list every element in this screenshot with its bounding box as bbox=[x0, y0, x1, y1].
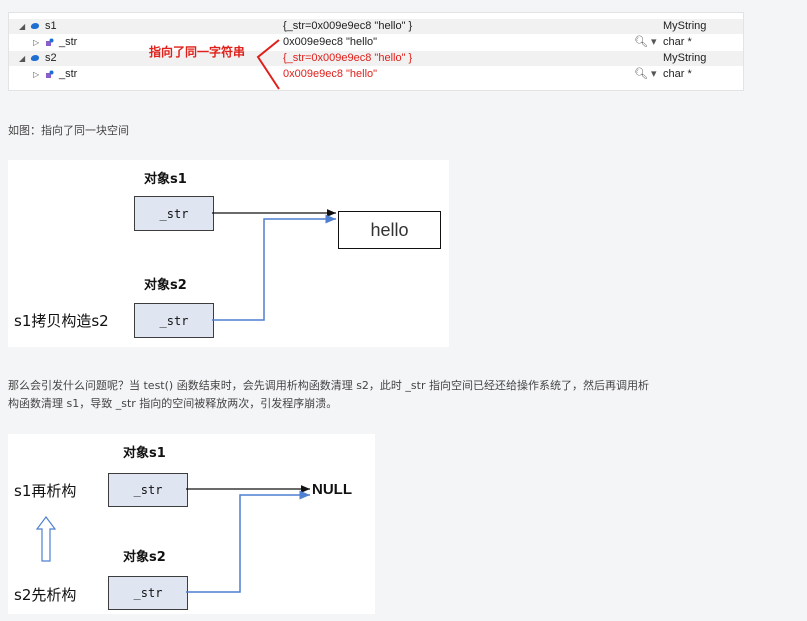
diagram-double-free: 对象s1 s1再析构 _str NULL 对象s2 s2先析构 _str bbox=[8, 434, 375, 614]
copy-construct-label: s1拷贝构造s2 bbox=[14, 312, 109, 330]
null-target: NULL bbox=[312, 481, 352, 498]
magnifier-dropdown-icon[interactable]: 🔍︎ ▾ bbox=[634, 36, 657, 48]
watch-type: MyString bbox=[663, 20, 707, 32]
watch-value: {_str=0x009e9ec8 "hello" } bbox=[283, 20, 413, 32]
caption-same-space: 如图：指向了同一块空间 bbox=[8, 124, 129, 137]
annotation-bracket bbox=[256, 39, 280, 90]
up-arrow-icon bbox=[36, 516, 56, 562]
paragraph-line: 构函数清理 s1，导致 _str 指向的空间被释放两次，引发程序崩溃。 bbox=[8, 397, 338, 410]
s1-str-box: _str bbox=[134, 196, 214, 231]
object-s2-label: 对象s2 bbox=[123, 550, 166, 565]
s2-pointer-arrow bbox=[212, 214, 336, 321]
field-icon bbox=[46, 70, 54, 78]
field-icon bbox=[46, 38, 54, 46]
watch-value: 0x009e9ec8 "hello" bbox=[283, 68, 378, 80]
watch-row-s1[interactable]: ◢ s1 {_str=0x009e9ec8 "hello" } MyString bbox=[9, 19, 743, 34]
pointer-arrows bbox=[186, 485, 310, 593]
diagram-copy-construct: 对象s1 _str hello 对象s2 s1拷贝构造s2 _str bbox=[8, 160, 449, 347]
collapse-triangle-icon[interactable]: ◢ bbox=[19, 22, 26, 31]
s2-str-box: _str bbox=[134, 303, 214, 338]
watch-value: 0x009e9ec8 "hello" bbox=[283, 36, 378, 48]
watch-name: _str bbox=[59, 68, 78, 80]
watch-type: MyString bbox=[663, 52, 707, 64]
s2-pointer-arrow bbox=[186, 490, 310, 593]
watch-name: s1 bbox=[45, 20, 57, 32]
watch-value: {_str=0x009e9ec8 "hello" } bbox=[283, 52, 413, 64]
watch-type: char * bbox=[663, 68, 692, 80]
paragraph-line: 那么会引发什么问题呢？当 test() 函数结束时，会先调用析构函数清理 s2，… bbox=[8, 379, 649, 392]
s2-destruct-first-label: s2先析构 bbox=[14, 586, 77, 604]
s2-str-box: _str bbox=[108, 576, 188, 610]
watch-row-s2[interactable]: ◢ s2 {_str=0x009e9ec8 "hello" } MyString bbox=[9, 51, 743, 66]
object-s1-label: 对象s1 bbox=[144, 172, 187, 187]
s1-str-box: _str bbox=[108, 473, 188, 507]
watch-type: char * bbox=[663, 36, 692, 48]
explanation-paragraph: 那么会引发什么问题呢？当 test() 函数结束时，会先调用析构函数清理 s2，… bbox=[8, 377, 649, 413]
object-s1-label: 对象s1 bbox=[123, 446, 166, 461]
watch-row-s2-str[interactable]: ▷ _str 0x009e9ec8 "hello" char * bbox=[9, 67, 743, 82]
watch-name: _str bbox=[59, 36, 78, 48]
watch-window: ◢ s1 {_str=0x009e9ec8 "hello" } MyString… bbox=[8, 12, 744, 91]
expand-triangle-icon[interactable]: ▷ bbox=[33, 38, 40, 47]
object-s2-label: 对象s2 bbox=[144, 278, 187, 293]
collapse-triangle-icon[interactable]: ◢ bbox=[19, 54, 26, 63]
pointer-arrows bbox=[212, 209, 336, 321]
watch-name: s2 bbox=[45, 52, 57, 64]
magnifier-dropdown-icon[interactable]: 🔍︎ ▾ bbox=[634, 68, 657, 80]
watch-row-s1-str[interactable]: ▷ _str 0x009e9ec8 "hello" char * bbox=[9, 35, 743, 50]
annotation-label: 指向了同一字符串 bbox=[149, 45, 246, 59]
expand-triangle-icon[interactable]: ▷ bbox=[33, 70, 40, 79]
hello-string-box: hello bbox=[338, 211, 441, 249]
s1-destruct-later-label: s1再析构 bbox=[14, 482, 77, 500]
